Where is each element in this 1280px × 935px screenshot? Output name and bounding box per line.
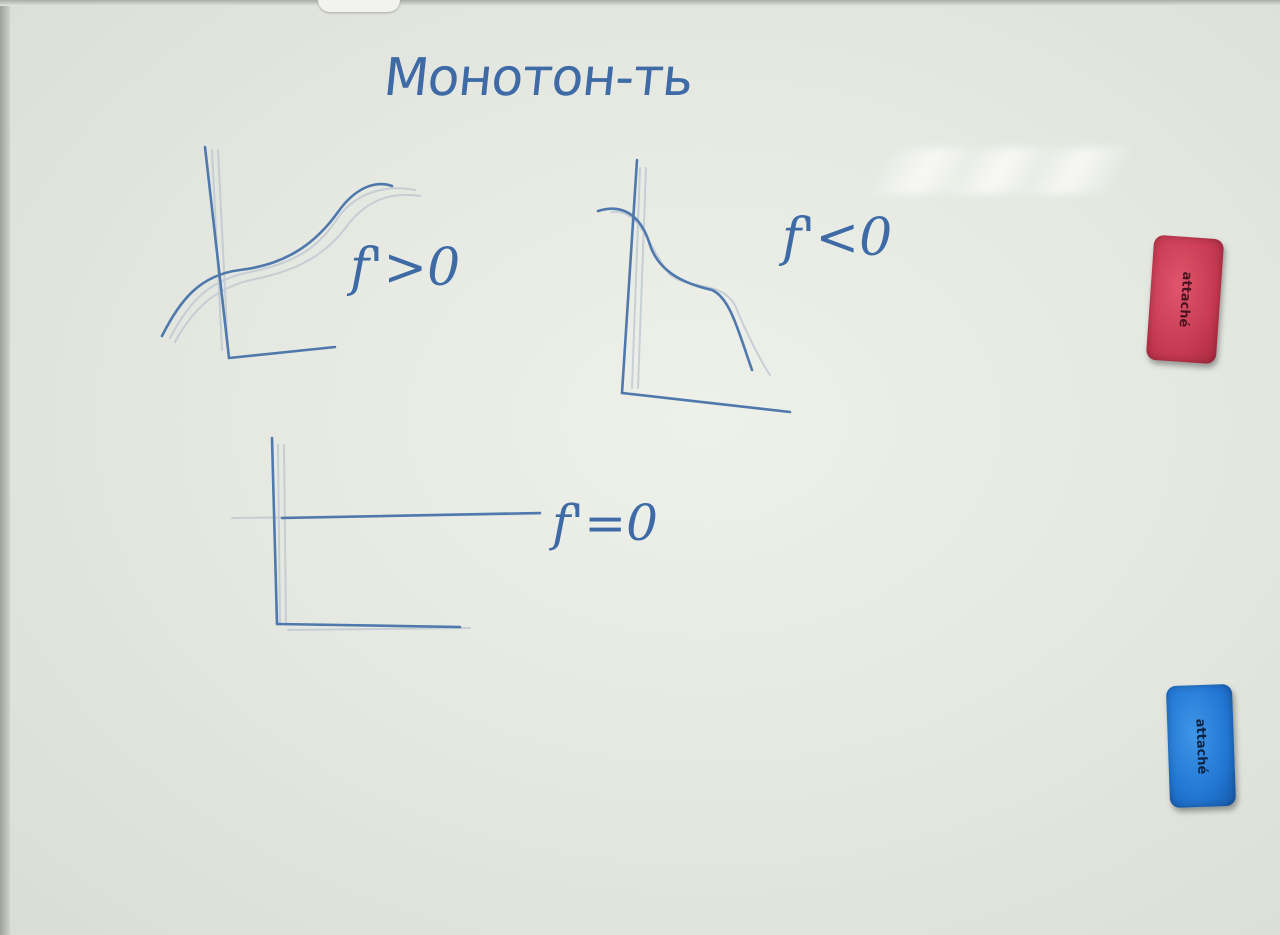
graph-increasing (160, 145, 394, 360)
graph-1-x-axis (227, 345, 337, 360)
board-clip (318, 0, 400, 12)
graph-3-line (280, 511, 542, 520)
red-eraser[interactable]: attaché (1145, 234, 1225, 365)
whiteboard-frame-top (0, 0, 1280, 6)
erased-ghost-strokes (169, 149, 771, 631)
graph-1-y-axis (203, 145, 231, 360)
blue-eraser[interactable]: attaché (1165, 683, 1237, 809)
graph-3-x-axis (275, 622, 462, 629)
label-derivative-positive: f'>0 (350, 238, 461, 298)
graph-constant (270, 436, 542, 629)
blue-eraser-brand: attaché (1192, 717, 1210, 775)
graph-2-curve (596, 207, 754, 372)
graph-3-y-axis (270, 436, 279, 626)
graph-2-y-axis (620, 158, 639, 395)
board-title: Монотон-ть (380, 48, 696, 108)
label-derivative-negative: f'<0 (782, 208, 893, 268)
graph-1-curve (160, 182, 394, 338)
whiteboard-frame-left (0, 0, 10, 935)
red-eraser-brand: attaché (1175, 271, 1195, 328)
label-derivative-zero: f'=0 (552, 494, 658, 552)
graph-2-x-axis (620, 391, 792, 414)
graph-decreasing (596, 158, 792, 414)
